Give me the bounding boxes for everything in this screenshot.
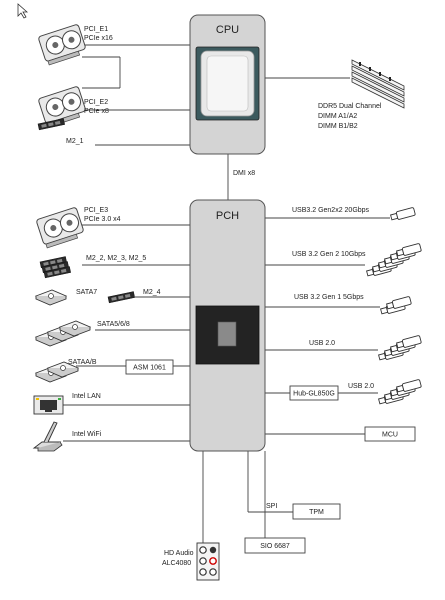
usb20-b-label: USB 2.0 bbox=[348, 383, 374, 390]
ram-stick-icon bbox=[351, 59, 405, 109]
mcu-box bbox=[364, 426, 416, 442]
cpu-chip-icon bbox=[195, 46, 260, 121]
usb-gen2x2-label: USB3.2 Gen2x2 20Gbps bbox=[292, 207, 370, 214]
hub-box bbox=[289, 385, 339, 401]
usb-stick-icon bbox=[377, 334, 422, 362]
cpu-title: CPU bbox=[216, 24, 239, 36]
usb-gen2-label: USB 3.2 Gen 2 10Gbps bbox=[292, 251, 366, 258]
usb-stick-icon bbox=[379, 295, 412, 316]
pci-e2-label: PCI_E2 bbox=[84, 99, 108, 106]
tpm-box bbox=[292, 503, 341, 520]
m2-ssd-icon bbox=[39, 256, 72, 279]
audio-jack-icon bbox=[196, 542, 220, 581]
sio-box bbox=[244, 537, 306, 554]
wifi-label: Intel WiFi bbox=[72, 431, 102, 438]
pci-e2-speed: PCIe x8 bbox=[84, 108, 109, 115]
wifi-antenna-icon bbox=[32, 421, 63, 452]
pci-e1-label: PCI_E1 bbox=[84, 26, 108, 33]
hub-label: Hub-GL850G bbox=[293, 391, 335, 398]
sataab-label: SATAA/B bbox=[68, 359, 97, 366]
sata-drive-icon bbox=[35, 320, 91, 347]
memory-slots-b: DIMM B1/B2 bbox=[318, 123, 358, 130]
m2-4-label: M2_4 bbox=[143, 289, 161, 296]
asm1061-box bbox=[125, 359, 174, 375]
usb-stick-icon bbox=[365, 242, 422, 278]
audio-label: HD Audio bbox=[164, 550, 194, 557]
ethernet-port-icon bbox=[33, 395, 64, 415]
usb-stick-icon bbox=[389, 206, 416, 222]
pch-chip-icon bbox=[195, 305, 260, 365]
pch-title: PCH bbox=[216, 210, 239, 222]
connection-lines bbox=[63, 44, 390, 543]
dmi-label: DMI x8 bbox=[233, 170, 255, 177]
gpu-icon bbox=[35, 206, 86, 250]
mcu-label: MCU bbox=[382, 432, 398, 439]
pci-e1-speed: PCIe x16 bbox=[84, 35, 113, 42]
sio-label: SIO 6687 bbox=[260, 543, 290, 550]
sata7-label: SATA7 bbox=[76, 289, 97, 296]
m2-group-label: M2_2, M2_3, M2_5 bbox=[86, 255, 146, 262]
sata-drive-icon bbox=[35, 289, 67, 306]
pci-e3-speed: PCIe 3.0 x4 bbox=[84, 216, 121, 223]
tpm-label: TPM bbox=[309, 509, 324, 516]
lan-label: Intel LAN bbox=[72, 393, 101, 400]
spi-label: SPI bbox=[266, 503, 277, 510]
audio-codec-label: ALC4080 bbox=[162, 560, 191, 567]
m2-ssd-icon bbox=[107, 291, 136, 304]
gpu-icon bbox=[37, 23, 88, 67]
sata568-label: SATA5/6/8 bbox=[97, 321, 130, 328]
m2-1-label: M2_1 bbox=[66, 138, 84, 145]
pci-e3-label: PCI_E3 bbox=[84, 207, 108, 214]
usb-stick-icon bbox=[377, 378, 422, 406]
cursor-icon bbox=[17, 3, 29, 19]
memory-type: DDR5 Dual Channel bbox=[318, 103, 382, 110]
asm1061-label: ASM 1061 bbox=[133, 365, 166, 372]
usb-gen1-label: USB 3.2 Gen 1 5Gbps bbox=[294, 294, 364, 301]
usb20-a-label: USB 2.0 bbox=[309, 340, 335, 347]
memory-slots-a: DIMM A1/A2 bbox=[318, 113, 357, 120]
